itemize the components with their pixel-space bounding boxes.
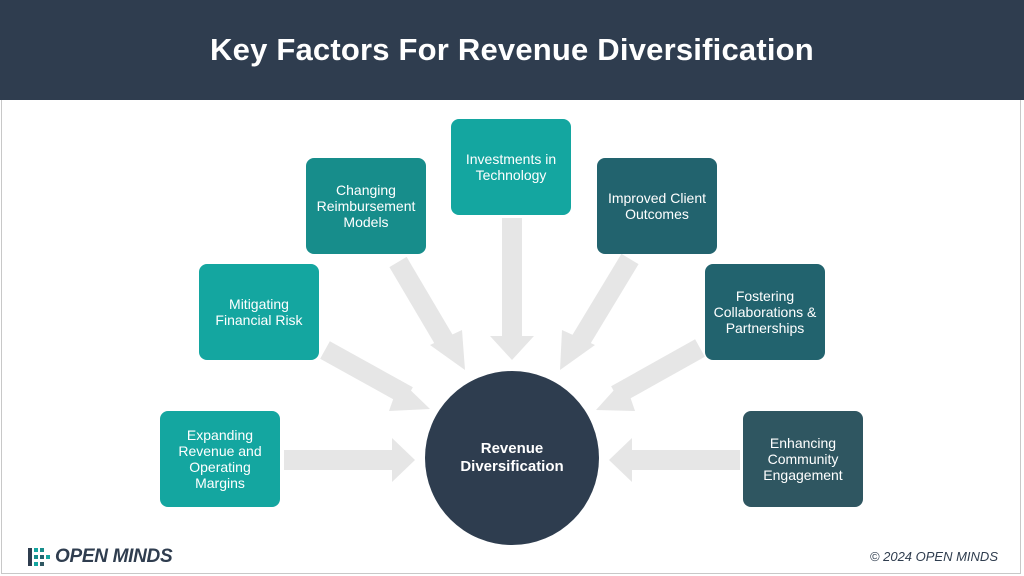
arrow-changing [389,256,465,370]
center-label: Revenue Diversification [460,440,564,475]
arrow-improved [560,253,639,370]
factor-changing-reimbursement: Changing Reimbursement Models [306,158,426,254]
factor-label: Fostering Collaborations & Partnerships [713,288,817,336]
factor-improved-outcomes: Improved Client Outcomes [597,158,717,254]
factor-label: Enhancing Community Engagement [763,435,843,483]
header-bar: Key Factors For Revenue Diversification [0,0,1024,100]
logo: OPEN MINDS [27,546,173,568]
factor-label: Investments in Technology [465,151,557,183]
factor-expanding-revenue: Expanding Revenue and Operating Margins [160,411,280,507]
factor-label: Improved Client Outcomes [607,190,707,222]
center-circle: Revenue Diversification [425,371,599,545]
arrow-mitigating [320,341,430,411]
arrow-enhancing [609,438,740,482]
arrow-investments [490,218,534,360]
arrow-expanding [284,438,415,482]
content-frame [1,100,1021,574]
factor-label: Expanding Revenue and Operating Margins [178,427,262,491]
arrow-fostering [596,339,705,411]
factor-label: Changing Reimbursement Models [316,182,416,230]
slide-title: Key Factors For Revenue Diversification [210,32,814,67]
logo-text: OPEN MINDS [55,546,173,567]
factor-enhancing-engagement: Enhancing Community Engagement [743,411,863,507]
factor-fostering-collaborations: Fostering Collaborations & Partnerships [705,264,825,360]
factor-mitigating-risk: Mitigating Financial Risk [199,264,319,360]
copyright-text: © 2024 OPEN MINDS [869,549,998,564]
factor-investments-technology: Investments in Technology [451,119,571,215]
logo-mark-icon [28,548,50,566]
factor-label: Mitigating Financial Risk [215,296,303,328]
